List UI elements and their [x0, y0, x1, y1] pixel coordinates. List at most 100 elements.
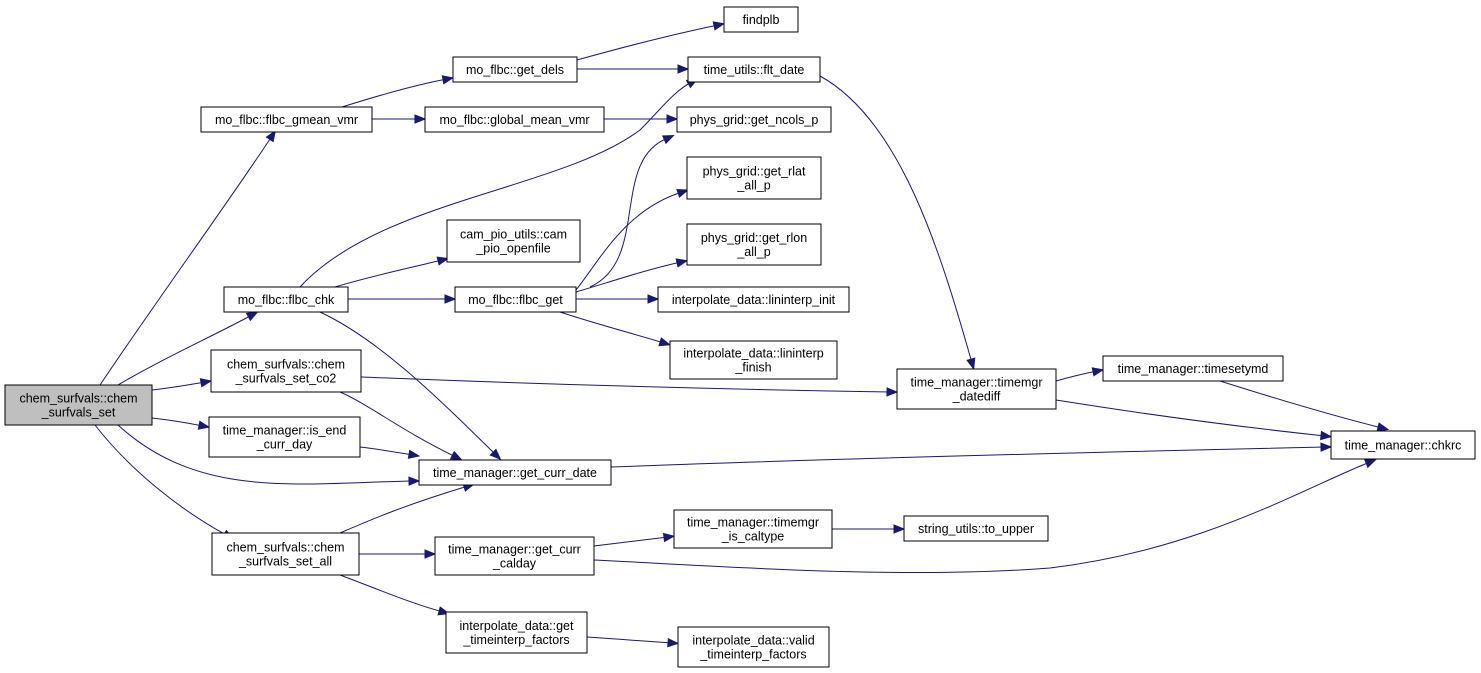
- node-get-dels[interactable]: mo_flbc::get_dels: [452, 56, 578, 83]
- node-box: [677, 626, 830, 668]
- node-label: chem_surfvals::chem: [19, 392, 137, 406]
- arrowhead: [1091, 367, 1105, 377]
- node-flbc-chk[interactable]: mo_flbc::flbc_chk: [223, 286, 349, 313]
- node-box: [1330, 430, 1476, 460]
- node-get-rlat[interactable]: phys_grid::get_rlat_all_p: [686, 156, 822, 200]
- node-valid-timeinterp[interactable]: interpolate_data::valid_timeinterp_facto…: [677, 626, 830, 668]
- arrowhead: [966, 357, 976, 371]
- node-label: _timeinterp_factors: [699, 648, 806, 662]
- arrowhead: [675, 258, 689, 268]
- edge-flbc_get-to-get_ncols: [589, 134, 675, 288]
- node-box: [452, 56, 578, 83]
- node-lininterp-init[interactable]: interpolate_data::lininterp_init: [657, 286, 850, 313]
- edge-get_curr_calday-to-is_caltype: [593, 532, 676, 547]
- node-flt-date[interactable]: time_utils::flt_date: [687, 56, 821, 83]
- edge-get_timeinterp-to-valid_timeinterp: [586, 636, 680, 648]
- arrowhead: [886, 387, 899, 397]
- edge-chem_set-to-flbc_chk: [117, 311, 259, 386]
- call-edges: [94, 21, 1390, 648]
- node-box: [657, 286, 850, 313]
- node-get-ncols[interactable]: phys_grid::get_ncols_p: [676, 106, 832, 133]
- node-to-upper[interactable]: string_utils::to_upper: [903, 515, 1049, 542]
- node-chkrc[interactable]: time_manager::chkrc: [1330, 430, 1476, 460]
- edge-is_caltype-to-to_upper: [832, 524, 906, 534]
- arrowhead: [414, 114, 427, 124]
- edge-chem_set-to-get_curr_date: [117, 424, 421, 486]
- node-get-timeinterp[interactable]: interpolate_data::get_timeinterp_factors: [445, 611, 588, 654]
- node-label: time_manager::chkrc: [1345, 439, 1462, 453]
- node-get-rlon[interactable]: phys_grid::get_rlon_all_p: [686, 223, 822, 266]
- node-label: _surfvals_set: [41, 406, 116, 420]
- node-findplb[interactable]: findplb: [723, 6, 799, 33]
- edge-line: [586, 636, 673, 644]
- node-get-curr-calday[interactable]: time_manager::get_curr_calday: [434, 536, 595, 576]
- node-datediff[interactable]: time_manager::timemgr_datediff: [896, 368, 1057, 410]
- node-label: _surfvals_set_all: [238, 555, 332, 569]
- arrowhead: [667, 637, 680, 648]
- node-flbc-get[interactable]: mo_flbc::flbc_get: [454, 286, 577, 313]
- edge-line: [94, 424, 229, 537]
- node-label: time_utils::flt_date: [704, 63, 805, 77]
- arrowhead: [408, 476, 421, 486]
- node-label: chem_surfvals::chem: [227, 358, 345, 372]
- node-label: interpolate_data::get: [460, 619, 575, 633]
- edge-line: [319, 311, 497, 456]
- edge-line: [359, 446, 414, 456]
- node-is-caltype[interactable]: time_manager::timemgr_is_caltype: [673, 509, 833, 549]
- node-set-all[interactable]: chem_surfvals::chem_surfvals_set_all: [211, 532, 360, 576]
- edge-line: [117, 314, 253, 386]
- edge-line: [610, 446, 1326, 468]
- node-gmean[interactable]: mo_flbc::flbc_gmean_vmr: [200, 106, 373, 133]
- node-is-end[interactable]: time_manager::is_end_curr_day: [208, 416, 361, 458]
- node-cam-pio[interactable]: cam_pio_utils::cam_pio_openfile: [446, 219, 581, 263]
- arrowhead: [1364, 459, 1377, 469]
- node-get-curr-date[interactable]: time_manager::get_curr_date: [418, 459, 612, 486]
- arrowhead: [245, 311, 259, 322]
- arrowhead: [658, 337, 672, 347]
- node-label: string_utils::to_upper: [918, 522, 1034, 536]
- node-box: [903, 515, 1049, 542]
- node-box: [1102, 355, 1284, 382]
- edge-line: [99, 135, 273, 386]
- node-label: _surfvals_set_co2: [235, 372, 337, 386]
- node-chem-set[interactable]: chem_surfvals::chem_surfvals_set: [4, 384, 153, 426]
- node-box: [676, 106, 832, 133]
- node-label: mo_flbc::flbc_chk: [238, 293, 335, 307]
- node-label: mo_flbc::get_dels: [466, 63, 564, 77]
- node-global-mean[interactable]: mo_flbc::global_mean_vmr: [424, 106, 605, 133]
- node-label: interpolate_data::lininterp: [683, 347, 823, 361]
- node-label: _all_p: [736, 245, 770, 259]
- edge-datediff-to-timesetymd: [1055, 367, 1105, 382]
- node-label: findplb: [743, 13, 780, 27]
- node-label: cam_pio_utils::cam: [460, 228, 567, 242]
- edge-chem_set-to-set_co2: [151, 378, 213, 391]
- edge-line: [819, 75, 973, 364]
- edge-flbc_chk-to-cam_pio: [334, 256, 450, 288]
- edge-line: [1055, 370, 1098, 382]
- node-label: mo_flbc::flbc_gmean_vmr: [215, 113, 358, 127]
- edge-flbc_chk-to-get_curr_date: [319, 311, 502, 461]
- node-label: time_manager::timemgr: [687, 516, 819, 530]
- edge-datediff-to-chkrc: [1055, 399, 1333, 441]
- edge-line: [334, 259, 443, 288]
- node-set-co2[interactable]: chem_surfvals::chem_surfvals_set_co2: [210, 349, 362, 393]
- edge-line: [575, 261, 682, 293]
- node-box: [445, 611, 588, 654]
- arrowhead: [199, 378, 213, 388]
- arrowhead: [1320, 430, 1333, 441]
- edge-line: [1055, 399, 1326, 437]
- edge-flbc_get-to-lininterp_finish: [559, 311, 672, 347]
- node-box: [673, 509, 833, 549]
- edge-is_end-to-get_curr_date: [359, 446, 421, 459]
- edge-line: [299, 81, 693, 288]
- node-timesetymd[interactable]: time_manager::timesetymd: [1102, 355, 1284, 382]
- edge-get_curr_calday-to-chkrc: [593, 459, 1377, 574]
- node-label: _is_caltype: [721, 530, 785, 544]
- arrowhead: [441, 75, 455, 85]
- edge-set_all-to-get_curr_calday: [359, 549, 437, 559]
- node-label: interpolate_data::lininterp_init: [672, 293, 836, 307]
- node-box: [687, 56, 821, 83]
- node-lininterp-finish[interactable]: interpolate_data::lininterp_finish: [669, 340, 838, 380]
- edge-line: [576, 24, 719, 61]
